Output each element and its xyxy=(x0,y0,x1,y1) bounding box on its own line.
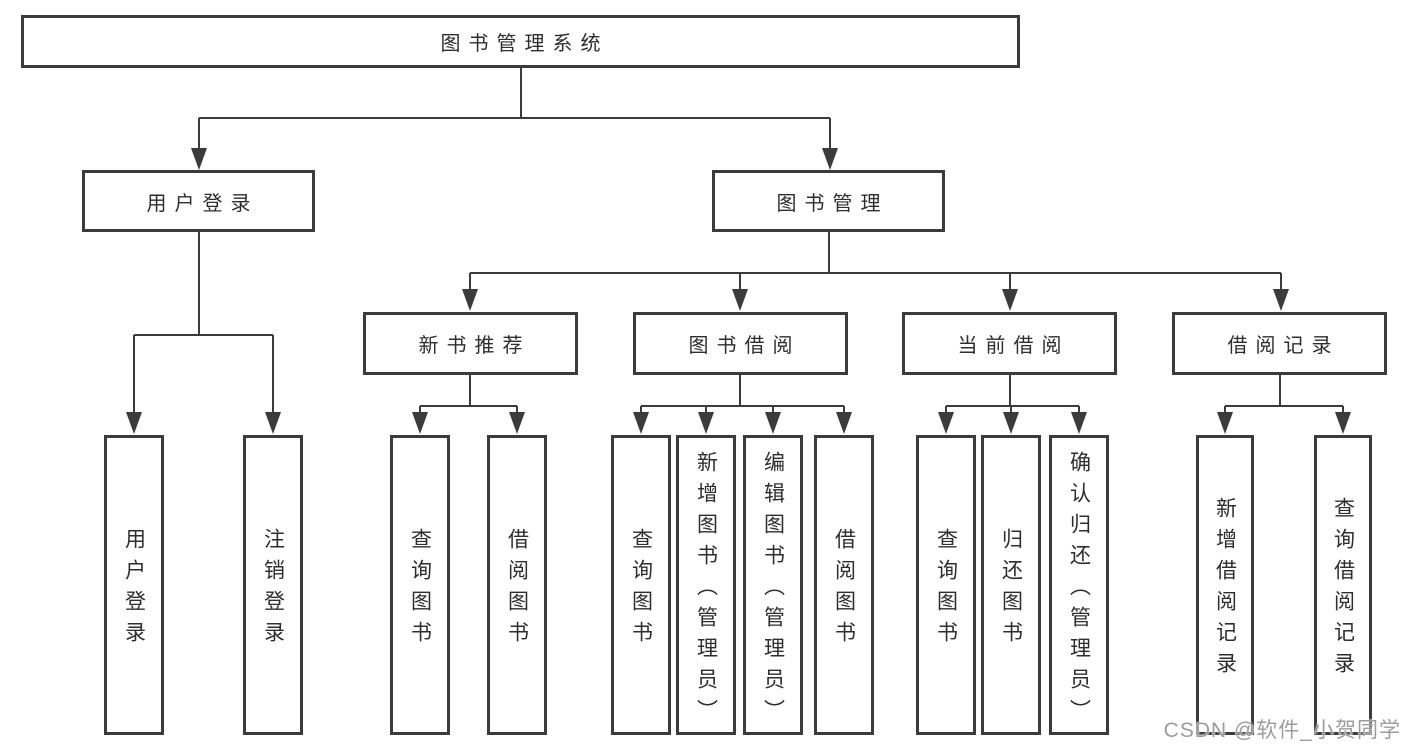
node-user-login: 用户登录 xyxy=(82,170,315,232)
leaf-newbook-borrow-books: 借阅图书 xyxy=(487,435,547,735)
leaf-borrow-borrow-books-label: 借阅图书 xyxy=(832,528,856,652)
leaf-current-return-books: 归还图书 xyxy=(981,435,1041,735)
leaf-logout: 注销登录 xyxy=(243,435,303,735)
leaf-borrow-edit-books-admin: 编辑图书（管理员） xyxy=(743,435,803,735)
arrowhead xyxy=(698,412,714,434)
arrowhead xyxy=(633,412,649,434)
arrowhead xyxy=(822,148,838,170)
leaf-current-query-books-label: 查询图书 xyxy=(934,528,958,652)
leaf-current-query-books: 查询图书 xyxy=(916,435,976,735)
leaf-borrow-borrow-books: 借阅图书 xyxy=(814,435,874,735)
arrowhead xyxy=(1071,412,1087,434)
leaf-current-return-books-label: 归还图书 xyxy=(999,528,1023,652)
node-root-label: 图书管理系统 xyxy=(440,33,609,55)
arrowhead xyxy=(462,289,478,311)
arrowhead xyxy=(126,412,142,434)
node-book-management-label: 图书管理 xyxy=(776,192,889,215)
leaf-borrow-add-books-admin-label: 新增图书（管理员） xyxy=(694,450,718,730)
leaf-records-query: 查询借阅记录 xyxy=(1314,435,1372,735)
node-new-book-recommend: 新书推荐 xyxy=(363,312,578,375)
node-root: 图书管理系统 xyxy=(21,15,1020,68)
connector-borrow-records-to-children xyxy=(1217,375,1351,434)
arrowhead xyxy=(509,412,525,434)
connector-root-to-level2 xyxy=(191,68,838,170)
arrowhead xyxy=(1002,289,1018,311)
arrowhead xyxy=(1335,412,1351,434)
leaf-newbook-query-books: 查询图书 xyxy=(390,435,450,735)
arrowhead xyxy=(836,412,852,434)
arrowhead xyxy=(1273,289,1289,311)
leaf-current-confirm-return-admin-label: 确认归还（管理员） xyxy=(1067,450,1091,730)
leaf-borrow-add-books-admin: 新增图书（管理员） xyxy=(676,435,736,735)
leaf-user-login: 用户登录 xyxy=(104,435,164,735)
connector-book-borrow-to-children xyxy=(633,375,852,434)
arrowhead xyxy=(938,412,954,434)
arrowhead xyxy=(412,412,428,434)
leaf-newbook-borrow-books-label: 借阅图书 xyxy=(505,528,529,652)
leaf-user-login-label: 用户登录 xyxy=(122,528,146,652)
arrowhead xyxy=(1217,412,1233,434)
node-book-borrow: 图书借阅 xyxy=(633,312,848,375)
node-borrow-records-label: 借阅记录 xyxy=(1227,335,1340,357)
node-new-book-recommend-label: 新书推荐 xyxy=(418,335,531,357)
arrowhead xyxy=(191,148,207,170)
leaf-newbook-query-books-label: 查询图书 xyxy=(408,528,432,652)
arrowhead xyxy=(1003,412,1019,434)
node-user-login-label: 用户登录 xyxy=(146,192,259,215)
node-borrow-records: 借阅记录 xyxy=(1172,312,1387,375)
connector-user-login-to-children xyxy=(126,232,281,434)
arrowhead xyxy=(265,412,281,434)
leaf-records-add: 新增借阅记录 xyxy=(1196,435,1254,735)
watermark: CSDN @软件_小贺同学 xyxy=(1163,719,1401,742)
leaf-borrow-edit-books-admin-label: 编辑图书（管理员） xyxy=(761,450,785,730)
connector-current-borrow-to-children xyxy=(938,375,1087,434)
leaf-records-query-label: 查询借阅记录 xyxy=(1331,497,1355,683)
node-current-borrow: 当前借阅 xyxy=(902,312,1117,375)
leaf-borrow-query-books: 查询图书 xyxy=(611,435,671,735)
connector-new-book-to-children xyxy=(412,375,525,434)
arrowhead xyxy=(732,289,748,311)
node-current-borrow-label: 当前借阅 xyxy=(957,335,1070,357)
leaf-current-confirm-return-admin: 确认归还（管理员） xyxy=(1049,435,1109,735)
connector-book-management-to-level3 xyxy=(462,232,1289,311)
node-book-management: 图书管理 xyxy=(712,170,945,232)
leaf-logout-label: 注销登录 xyxy=(261,528,285,652)
leaf-borrow-query-books-label: 查询图书 xyxy=(629,528,653,652)
arrowhead xyxy=(765,412,781,434)
node-book-borrow-label: 图书借阅 xyxy=(688,335,801,357)
leaf-records-add-label: 新增借阅记录 xyxy=(1213,497,1237,683)
